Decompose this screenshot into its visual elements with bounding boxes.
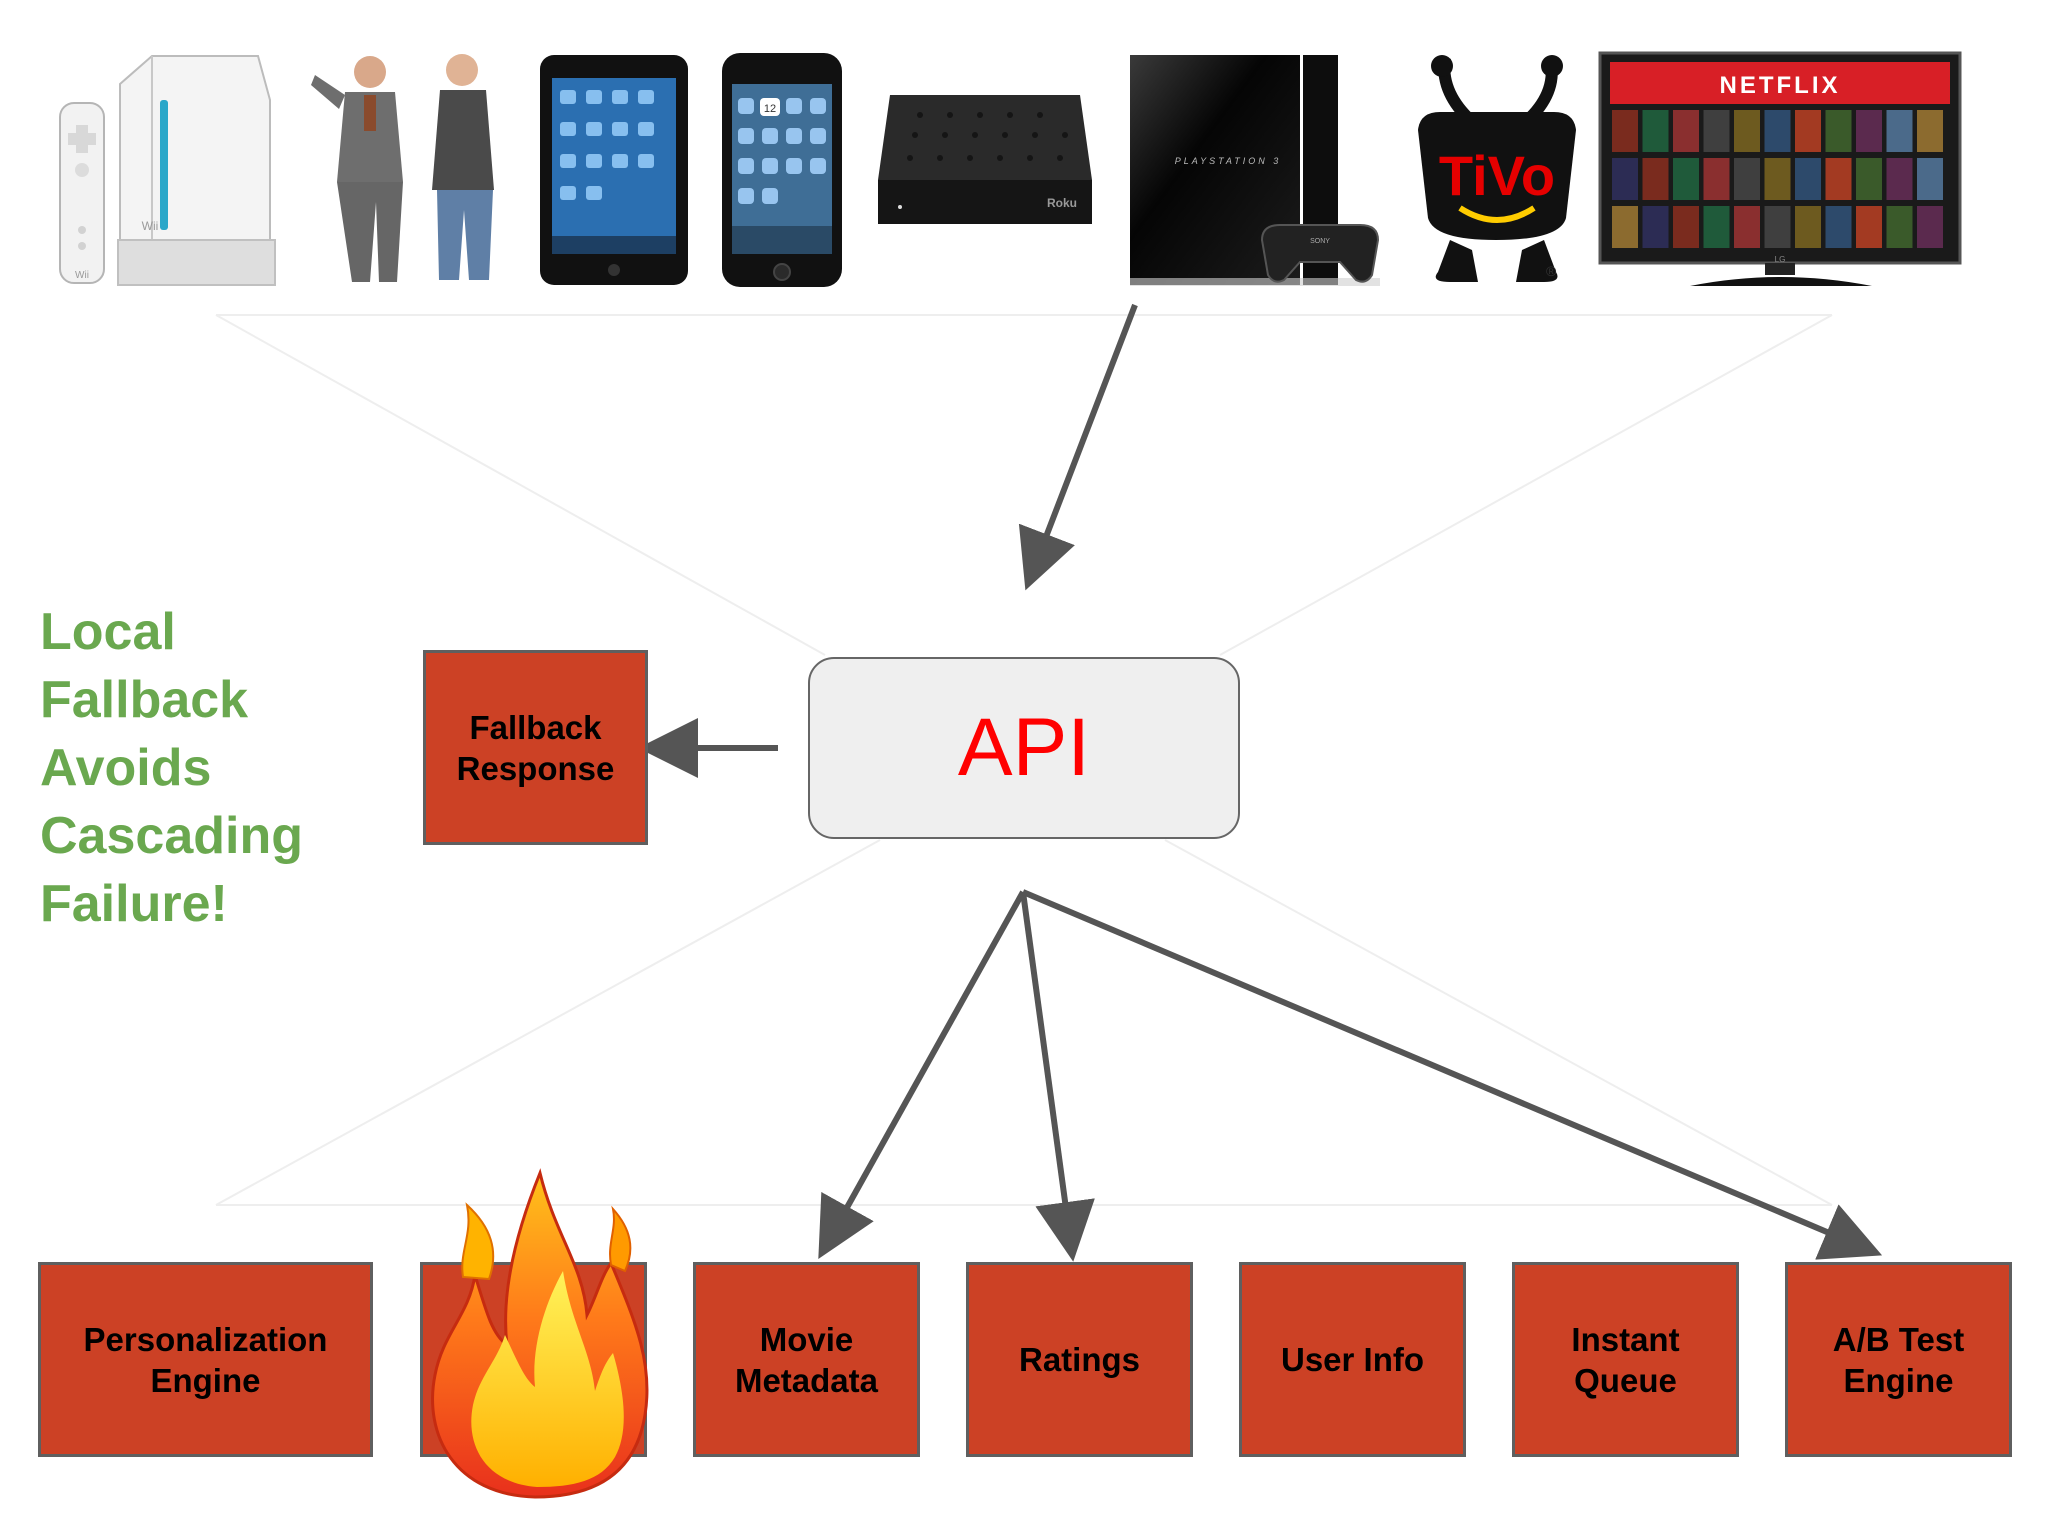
movie-poster [1886, 206, 1913, 248]
movie-poster [1612, 158, 1638, 200]
api-box: API [808, 657, 1240, 839]
api-label: API [957, 702, 1091, 793]
movie-poster [1764, 110, 1791, 152]
arrow-api-to-movie-metadata [818, 890, 1026, 1259]
movie-poster [1856, 206, 1882, 248]
movie-poster [1734, 158, 1760, 200]
tv-brand-label: LG [1775, 255, 1786, 264]
movie-poster [1825, 158, 1852, 200]
arrow-devices-to-api [1018, 303, 1138, 591]
netflix-tv-icon: NETFLIX LG [1598, 51, 1962, 286]
fallback-response-box: Fallback Response [423, 650, 648, 845]
arrow-api-to-ratings [1020, 891, 1095, 1262]
tivo-icon: TiVo ® [1418, 55, 1576, 282]
movie-poster [1795, 110, 1821, 152]
iphone-calendar-date: 12 [764, 103, 776, 115]
movie-poster [1764, 158, 1791, 200]
movie-poster [1703, 110, 1730, 152]
movie-poster [1642, 206, 1669, 248]
movie-poster [1917, 158, 1943, 200]
movie-poster [1612, 110, 1638, 152]
movie-poster [1856, 110, 1882, 152]
roku-label: Roku [1047, 196, 1077, 210]
service-box-movie-metadata: Movie Metadata [693, 1262, 920, 1457]
netflix-logo: NETFLIX [1720, 72, 1841, 99]
wii-remote-label: Wii [75, 270, 89, 281]
playstation3-icon: PLAYSTATION 3 SONY [1130, 55, 1380, 286]
movie-poster [1673, 110, 1699, 152]
movie-poster [1703, 158, 1730, 200]
service-label: Personalization Engine [83, 1320, 328, 1399]
service-box-user-info: User Info [1239, 1262, 1466, 1457]
tivo-registered-mark: ® [1546, 263, 1557, 279]
movie-poster [1886, 158, 1913, 200]
movie-poster [1917, 110, 1943, 152]
slogan-line: Failure! [40, 875, 228, 933]
movie-poster [1612, 206, 1638, 248]
ps3-controller-label: SONY [1310, 238, 1330, 245]
slogan-line: Cascading [40, 807, 303, 865]
slogan-line: Fallback [40, 671, 249, 729]
iphone-icon: 12 [722, 53, 842, 287]
movie-poster [1795, 158, 1821, 200]
ipad-icon [540, 55, 688, 285]
arrows [638, 303, 1883, 1262]
movie-poster [1795, 206, 1821, 248]
service-label: Instant Queue [1571, 1320, 1680, 1399]
movie-poster [1642, 110, 1669, 152]
service-label: User Info [1280, 1341, 1425, 1378]
service-label: Movie Metadata [734, 1320, 879, 1399]
fallback-response-label: Fallback Response [456, 708, 615, 787]
background-guides [215, 314, 1833, 1206]
movie-posters [1612, 110, 1943, 248]
wii-console-label: Wii [142, 219, 159, 233]
service-label: A/B Test Engine [1832, 1320, 1965, 1399]
service-box-ratings: Ratings [966, 1262, 1193, 1457]
movie-poster [1642, 158, 1669, 200]
movie-poster [1764, 206, 1791, 248]
movie-poster [1825, 206, 1852, 248]
tivo-logo-text: TiVo [1439, 144, 1555, 207]
movie-poster [1673, 206, 1699, 248]
movie-poster [1825, 110, 1852, 152]
slogan-line: Avoids [40, 739, 212, 797]
movie-poster [1734, 110, 1760, 152]
arrow-api-to-ab-test [1021, 889, 1883, 1260]
mac-pc-people-icon [311, 54, 494, 282]
movie-poster [1856, 158, 1882, 200]
service-box-ab-test-engine: A/B Test Engine [1785, 1262, 2012, 1457]
movie-poster [1886, 110, 1913, 152]
service-label: Ratings [1018, 1341, 1140, 1378]
ps3-label: PLAYSTATION 3 [1175, 156, 1282, 166]
fallback-slogan: Local Fallback Avoids Cascading Failure! [40, 598, 370, 938]
movie-poster [1917, 206, 1943, 248]
service-box-personalization-engine: Personalization Engine [38, 1262, 373, 1457]
service-box-instant-queue: Instant Queue [1512, 1262, 1739, 1457]
movie-poster [1673, 158, 1699, 200]
slogan-line: Local [40, 603, 176, 661]
movie-poster [1734, 206, 1760, 248]
movie-poster [1703, 206, 1730, 248]
roku-box-icon: Roku [878, 95, 1092, 224]
fire-icon [431, 1168, 649, 1499]
wii-console-icon: Wii Wii [59, 55, 276, 286]
